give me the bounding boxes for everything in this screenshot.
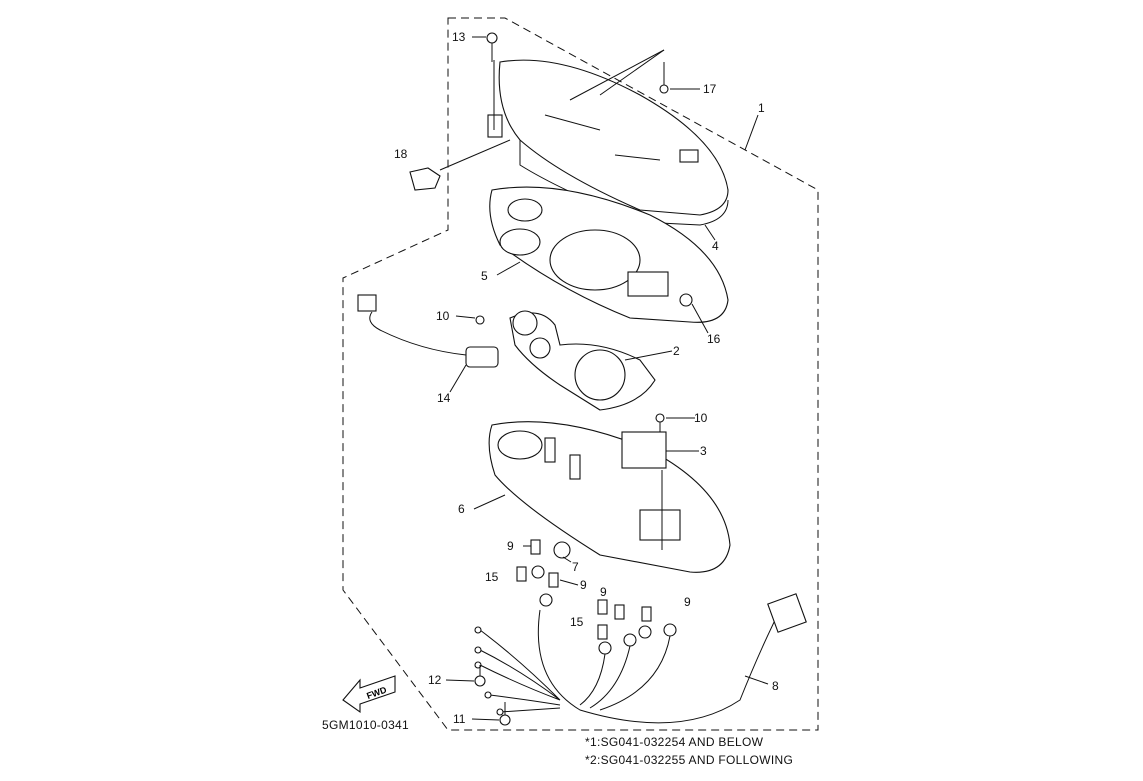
- callout-7: 7: [572, 560, 579, 574]
- callout-13: 13: [452, 30, 466, 44]
- callout-3: 3: [700, 444, 707, 458]
- callout-10b: 10: [694, 411, 708, 425]
- indicator-unit: [621, 431, 667, 550]
- bulbs: [516, 539, 677, 655]
- screw-10: [655, 413, 665, 435]
- screw-11: [499, 702, 511, 726]
- wire-harness: [474, 593, 807, 724]
- note-1: *1:SG041-032254 AND BELOW: [585, 735, 764, 749]
- screw-13: [486, 32, 498, 130]
- callout-9d: 9: [684, 595, 691, 609]
- callout-9b: 9: [580, 578, 587, 592]
- clip-18: [409, 167, 441, 191]
- callout-9: 9: [507, 539, 514, 553]
- callout-4: 4: [712, 239, 719, 253]
- assembly-boundary: [342, 17, 819, 731]
- callout-15: 15: [485, 570, 499, 584]
- note-2: *2:SG041-032255 AND FOLLOWING: [585, 753, 794, 767]
- callout-17: 17: [703, 82, 717, 96]
- callout-8: 8: [772, 679, 779, 693]
- gauge-face: [509, 310, 656, 411]
- screw-17: [659, 62, 669, 94]
- forward-arrow-icon: FWD: [342, 675, 396, 714]
- meter-case: [488, 421, 731, 573]
- callout-18: 18: [394, 147, 408, 161]
- callout-1: 1: [758, 101, 765, 115]
- meter-panel: [489, 186, 729, 323]
- speed-sensor: [357, 294, 499, 368]
- diagram-code: 5GM1010-0341: [322, 718, 409, 732]
- callout-15b: 15: [570, 615, 584, 629]
- callout-16: 16: [707, 332, 721, 346]
- callout-5: 5: [481, 269, 488, 283]
- callout-9c: 9: [600, 585, 607, 599]
- callout-11: 11: [453, 712, 466, 726]
- leader-lines: [445, 36, 769, 721]
- screw-12: [474, 665, 486, 687]
- callout-2: 2: [673, 344, 680, 358]
- callout-12: 12: [428, 673, 442, 687]
- callout-6: 6: [458, 502, 465, 516]
- callout-14: 14: [437, 391, 451, 405]
- callout-10: 10: [436, 309, 450, 323]
